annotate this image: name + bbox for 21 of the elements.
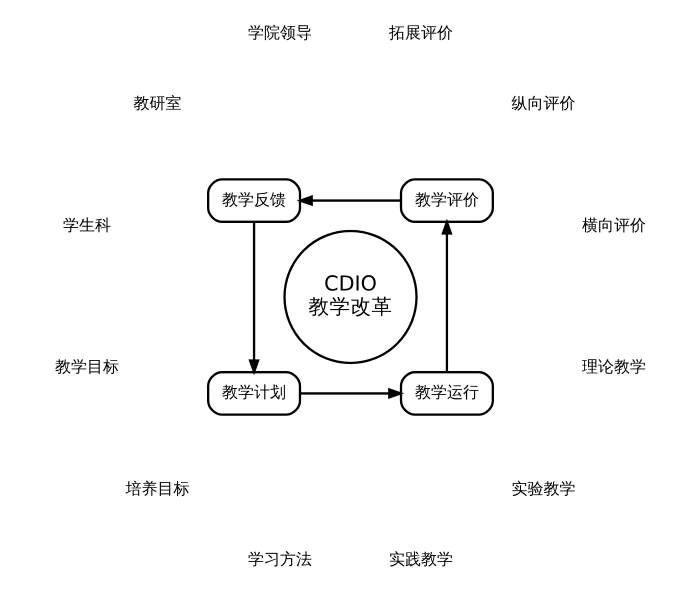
node-box: 教学评价: [399, 178, 494, 223]
label: 培养目标: [125, 479, 190, 498]
label: 纵向评价: [510, 93, 575, 112]
arrow: [300, 388, 404, 400]
arrow: [296, 194, 400, 206]
label: 学生科: [62, 216, 111, 235]
label: 实验教学: [510, 479, 575, 498]
node-circle: CDIO 教学改革: [282, 230, 418, 364]
label: 学习方法: [247, 550, 312, 569]
arrow: [248, 222, 260, 376]
label: 横向评价: [581, 216, 646, 235]
label: 拓展评价: [388, 22, 453, 42]
label: 实践教学: [388, 550, 453, 569]
label: 理论教学: [581, 356, 646, 376]
node-box: 教学运行: [399, 371, 494, 416]
label: 教研室: [133, 93, 182, 112]
label: 学院领导: [247, 22, 312, 42]
label: 教学目标: [54, 356, 119, 376]
node-box: 教学计划: [206, 371, 301, 416]
node-box: 教学反馈: [206, 178, 301, 223]
arrow: [440, 218, 452, 372]
